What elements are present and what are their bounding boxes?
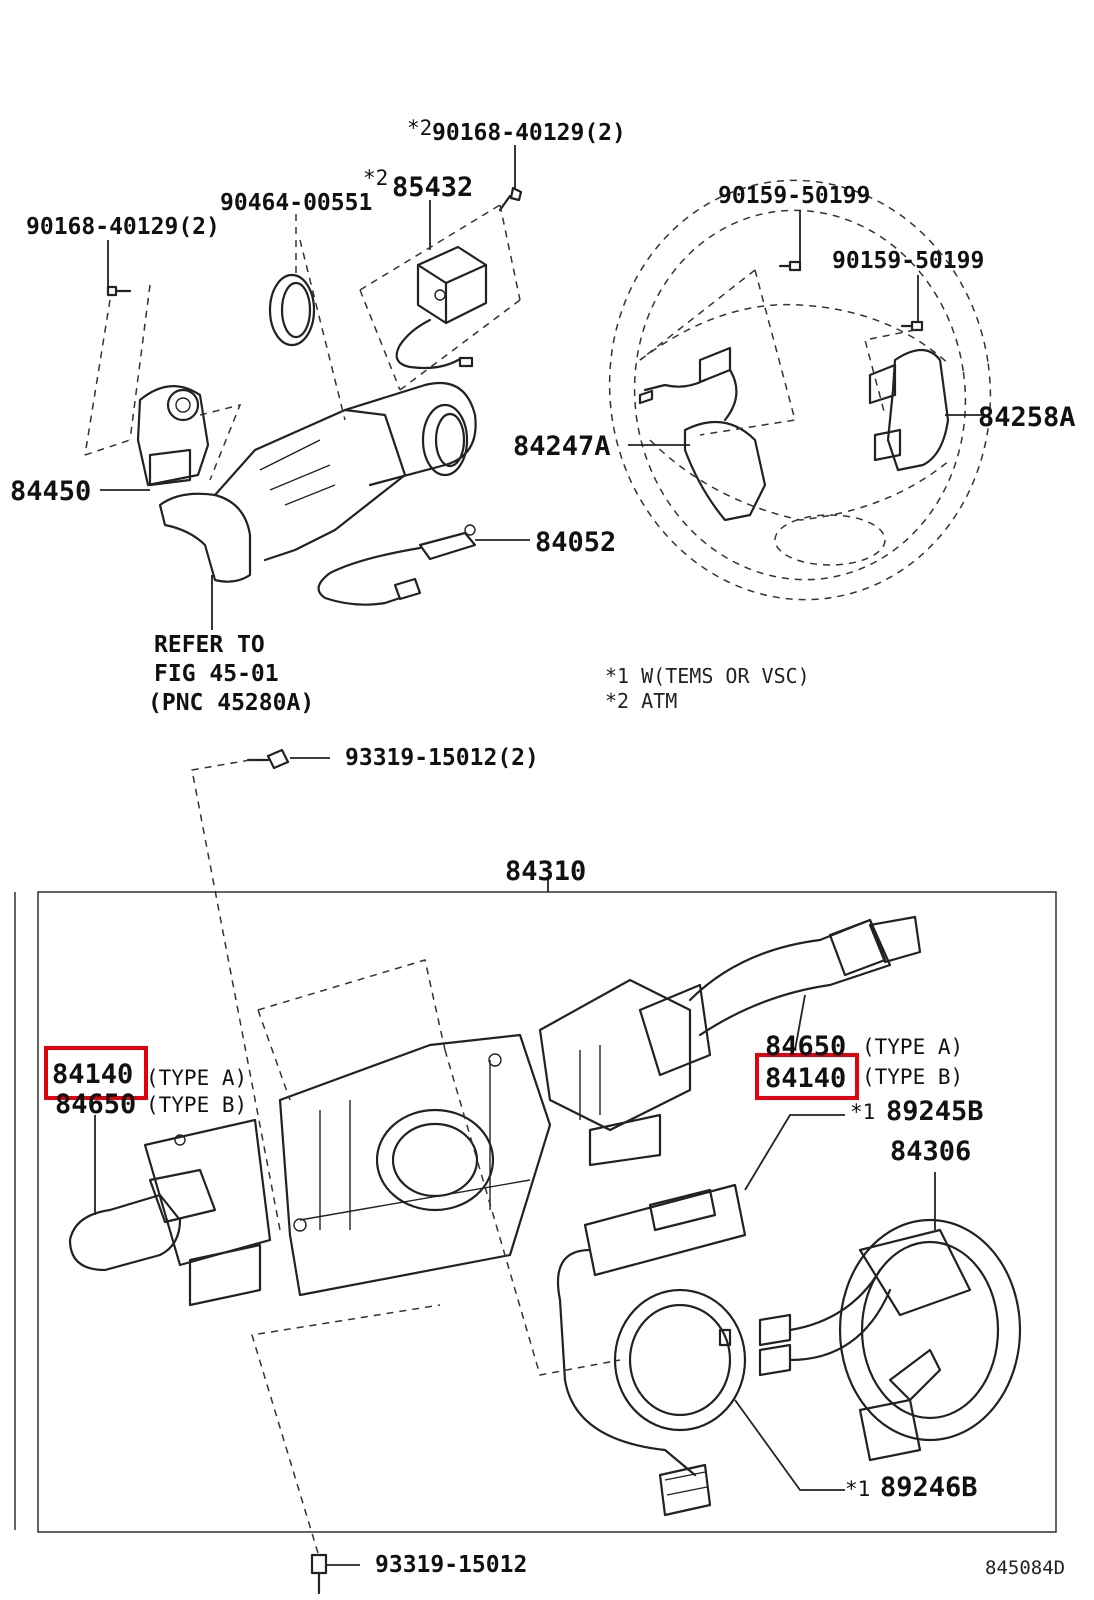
column-group — [84, 145, 530, 630]
label-left-type-a: (TYPE A) — [146, 1066, 247, 1090]
label-left-type-b: (TYPE B) — [146, 1093, 247, 1117]
highlight-left — [44, 1046, 148, 1100]
ring-89246b-icon — [613, 1288, 747, 1432]
label-bolt-left: 90168-40129(2) — [26, 214, 220, 240]
label-clamp: 90464-00551 — [220, 190, 372, 216]
label-ring: 89246B — [880, 1472, 978, 1503]
steering-wheel-icon — [608, 179, 992, 601]
label-right-type-a: (TYPE A) — [862, 1035, 963, 1059]
assembly-frame — [37, 891, 1057, 1533]
label-screw-bottom: 93319-15012 — [375, 1552, 527, 1578]
label-assembly: 84310 — [505, 856, 586, 887]
lever-right-icon — [538, 915, 922, 1167]
sensor-85432-icon — [395, 245, 488, 370]
label-switch-wheel-left: 84247A — [513, 431, 611, 462]
assembly-group — [14, 748, 1057, 1595]
spiral-cable-84306-icon — [758, 1218, 1022, 1462]
bolt-left-icon — [106, 285, 132, 297]
column-body-icon — [158, 381, 477, 583]
label-screw-wheel-2: 90159-50199 — [832, 248, 984, 274]
label-left-code-a: 84140 — [52, 1059, 133, 1090]
screw-wheel-1-icon — [778, 260, 802, 272]
label-harness: 84052 — [535, 527, 616, 558]
harness-84052-icon — [317, 524, 477, 606]
label-sensor-bottom: 89245B — [886, 1096, 984, 1127]
refer-line-2: FIG 45-01 — [154, 661, 279, 687]
label-right-code-b: 84140 — [765, 1063, 846, 1094]
bolt-top-mark: *2 — [407, 116, 432, 140]
screw-top-icon — [246, 748, 290, 770]
lever-left-icon — [68, 1118, 272, 1307]
label-right-type-b: (TYPE B) — [862, 1065, 963, 1089]
bolt-top-icon — [498, 186, 523, 212]
refer-line-1: REFER TO — [154, 632, 265, 658]
screw-wheel-2-icon — [900, 320, 924, 332]
clamp-ring-icon — [268, 273, 316, 347]
sensor-mark: *2 — [363, 166, 388, 190]
ring-mark: *1 — [845, 1477, 870, 1501]
steering-wheel-group — [608, 179, 992, 601]
switch-body-icon — [278, 1033, 552, 1297]
refer-line-3: (PNC 45280A) — [148, 690, 314, 716]
label-screw-top: 93319-15012(2) — [345, 745, 539, 771]
label-screw-wheel-1: 90159-50199 — [718, 183, 870, 209]
label-left-code-b: 84650 — [55, 1089, 136, 1120]
note-2: *2 ATM — [605, 689, 677, 713]
figure-id: 845084D — [985, 1557, 1065, 1579]
switch-84258a-icon — [868, 348, 950, 472]
label-switch-left: 84450 — [10, 476, 91, 507]
switch-84247a-icon — [638, 346, 767, 522]
highlight-right — [755, 1053, 859, 1100]
label-bolt-top: 90168-40129(2) — [432, 120, 626, 146]
sensor-89245b-icon — [556, 1183, 747, 1517]
label-right-code-a: 84650 — [765, 1031, 846, 1062]
sensor-mark-bottom: *1 — [850, 1100, 875, 1124]
label-spiral: 84306 — [890, 1136, 971, 1167]
switch-84450-icon — [136, 385, 210, 487]
screw-bottom-icon — [310, 1553, 328, 1595]
note-1: *1 W(TEMS OR VSC) — [605, 664, 810, 688]
label-sensor: 85432 — [392, 172, 473, 203]
label-switch-right: 84258A — [978, 402, 1076, 433]
